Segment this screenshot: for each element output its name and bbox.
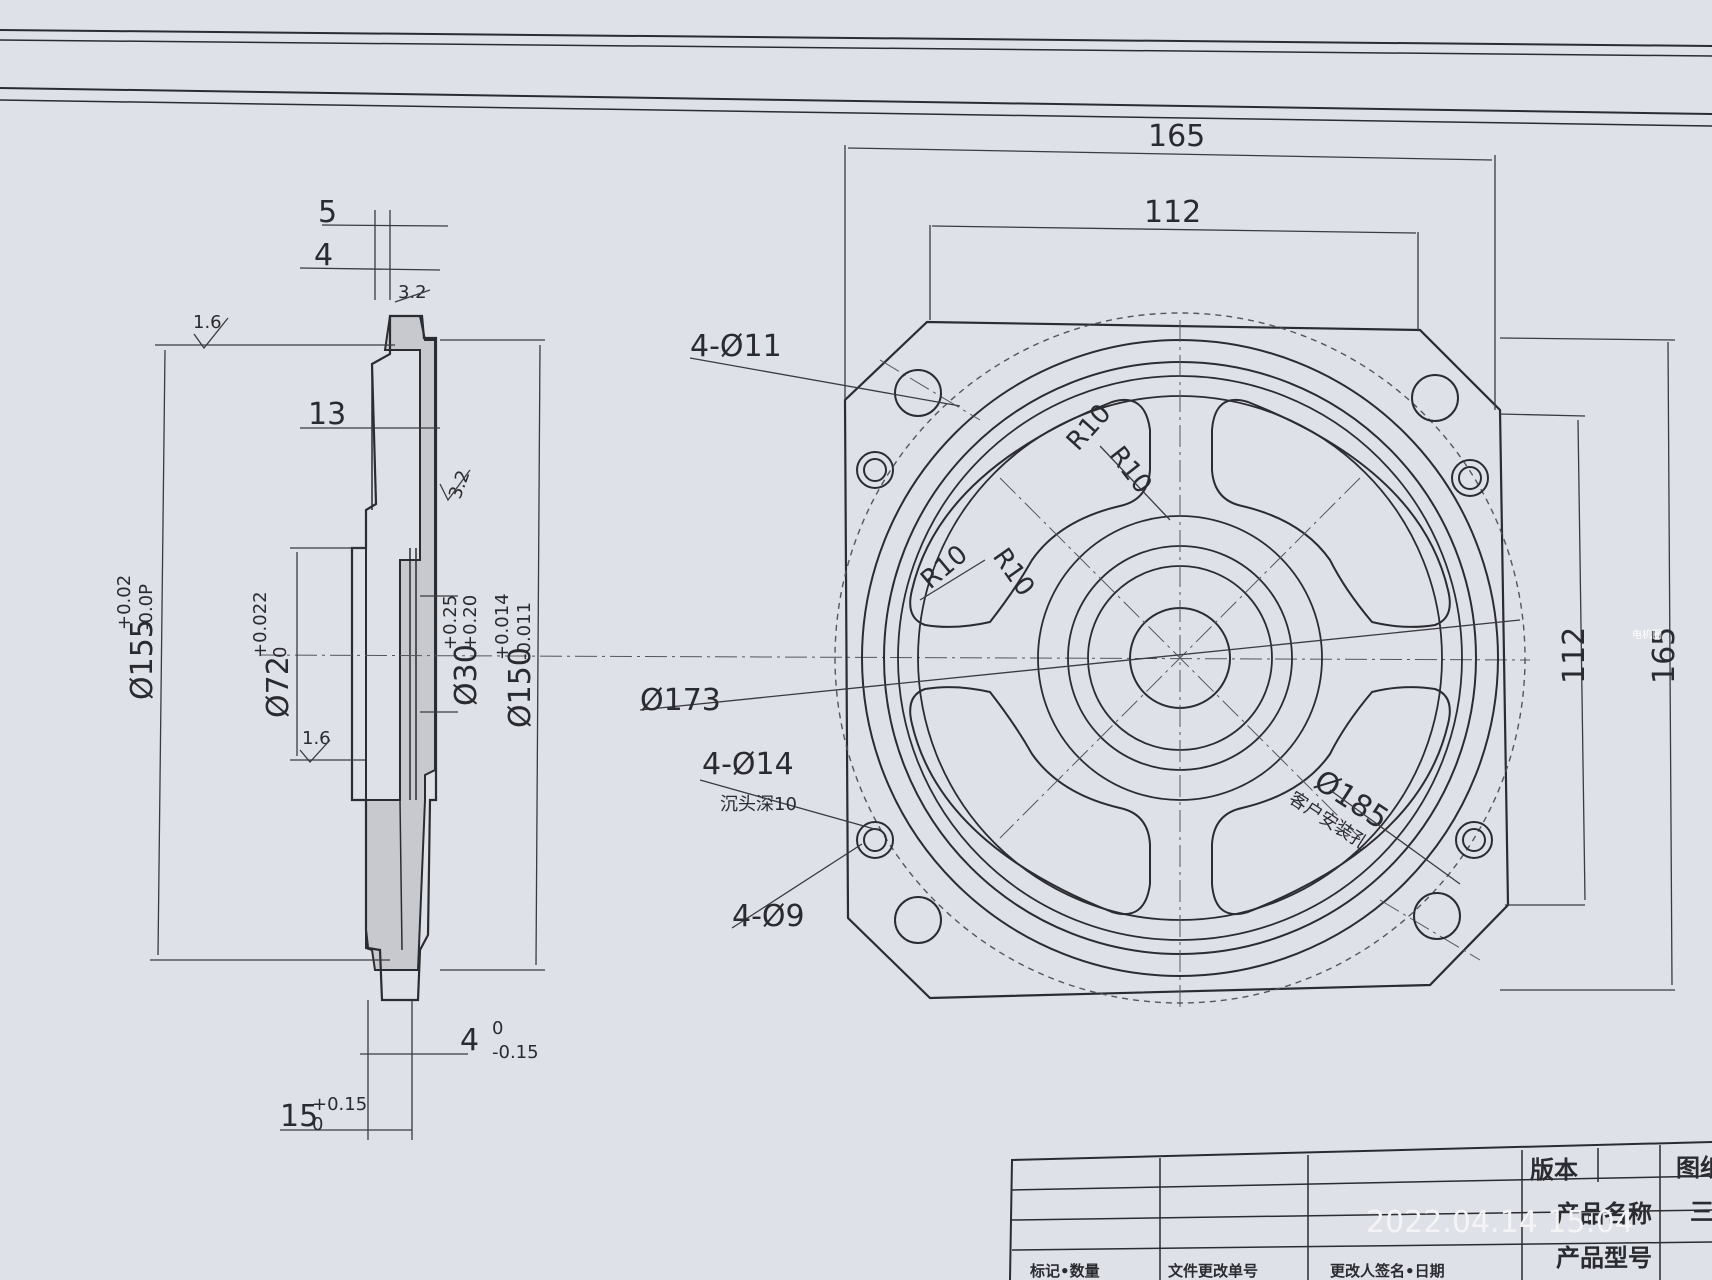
label-4-d9: 4-Ø9 — [732, 899, 805, 934]
dim-d155: Ø155 +0.02 -0.0P — [114, 575, 160, 700]
watermark: 电机圈 — [1632, 628, 1662, 641]
svg-text:+0.022: +0.022 — [250, 591, 271, 658]
dim-4-lower: 4 0 -0.15 — [460, 1018, 539, 1063]
dim-d30: Ø30 +0.25 +0.20 — [440, 595, 484, 706]
dim-4: 4 — [314, 238, 333, 273]
svg-text:15: 15 — [280, 1099, 318, 1134]
svg-text:0: 0 — [492, 1018, 503, 1039]
side-section-view: 5 4 3.2 1.6 13 3.2 Ø155 +0.02 -0.0P Ø72 … — [114, 195, 1531, 1140]
svg-text:Ø150: Ø150 — [503, 647, 538, 728]
tb-product-name-value: 三 — [1690, 1197, 1712, 1226]
dim-d150: Ø150 +0.014 -0.011 — [492, 593, 538, 728]
tb-col-change-doc: 文件更改单号 — [1168, 1262, 1258, 1280]
svg-text:Ø72: Ø72 — [261, 656, 296, 718]
label-4-d11: 4-Ø11 — [690, 329, 782, 364]
tb-version: 版本 — [1530, 1155, 1578, 1184]
label-counterbore: 沉头深10 — [720, 794, 797, 815]
dim-13: 13 — [308, 397, 346, 432]
tb-col-mark-qty: 标记•数量 — [1029, 1262, 1100, 1280]
svg-text:0: 0 — [270, 647, 291, 658]
dim-112-right: 112 — [1557, 627, 1592, 684]
dim-165-top: 165 — [1148, 119, 1205, 154]
dim-165-right: 165 — [1647, 627, 1682, 684]
svg-text:-0.011: -0.011 — [514, 602, 535, 660]
roughness-3-2-top: 3.2 — [398, 282, 427, 303]
dim-d72: Ø72 +0.022 0 — [250, 591, 296, 718]
roughness-1-6-bot: 1.6 — [302, 728, 331, 749]
svg-text:+0.25: +0.25 — [440, 595, 461, 650]
dim-15: 15 +0.15 0 — [280, 1094, 367, 1135]
label-d173: Ø173 — [640, 683, 721, 718]
svg-text:+0.02: +0.02 — [114, 575, 135, 630]
section-outline — [350, 314, 438, 1002]
tb-product-name: 产品名称 — [1556, 1199, 1652, 1228]
svg-text:-0.0P: -0.0P — [136, 584, 157, 630]
roughness-1-6-top: 1.6 — [193, 312, 222, 333]
svg-text:+0.014: +0.014 — [492, 593, 513, 660]
tb-drawing: 图纸 — [1676, 1153, 1712, 1182]
svg-text:+0.20: +0.20 — [460, 595, 481, 650]
svg-text:0: 0 — [312, 1114, 323, 1135]
svg-text:Ø30: Ø30 — [449, 644, 484, 706]
photo-timestamp: 2022.04.14 15:04 — [1366, 1205, 1634, 1240]
svg-text:4: 4 — [460, 1023, 479, 1058]
dim-112-top: 112 — [1144, 195, 1201, 230]
lightening-windows — [909, 398, 1451, 916]
tb-col-signer-date: 更改人签名•日期 — [1330, 1262, 1445, 1280]
svg-text:-0.15: -0.15 — [492, 1042, 539, 1063]
label-4-d14: 4-Ø14 — [702, 747, 794, 782]
svg-text:Ø155: Ø155 — [125, 619, 160, 700]
dim-5: 5 — [318, 195, 337, 230]
holes-11 — [894, 369, 1461, 944]
svg-text:+0.15: +0.15 — [312, 1094, 367, 1115]
title-block: 标记•数量 文件更改单号 更改人签名•日期 版本 图纸 产品名称 三 产品型号 — [1009, 1141, 1712, 1280]
holes-9-14 — [856, 451, 1493, 859]
tb-product-model: 产品型号 — [1556, 1243, 1652, 1272]
sheet-border — [0, 29, 1712, 127]
